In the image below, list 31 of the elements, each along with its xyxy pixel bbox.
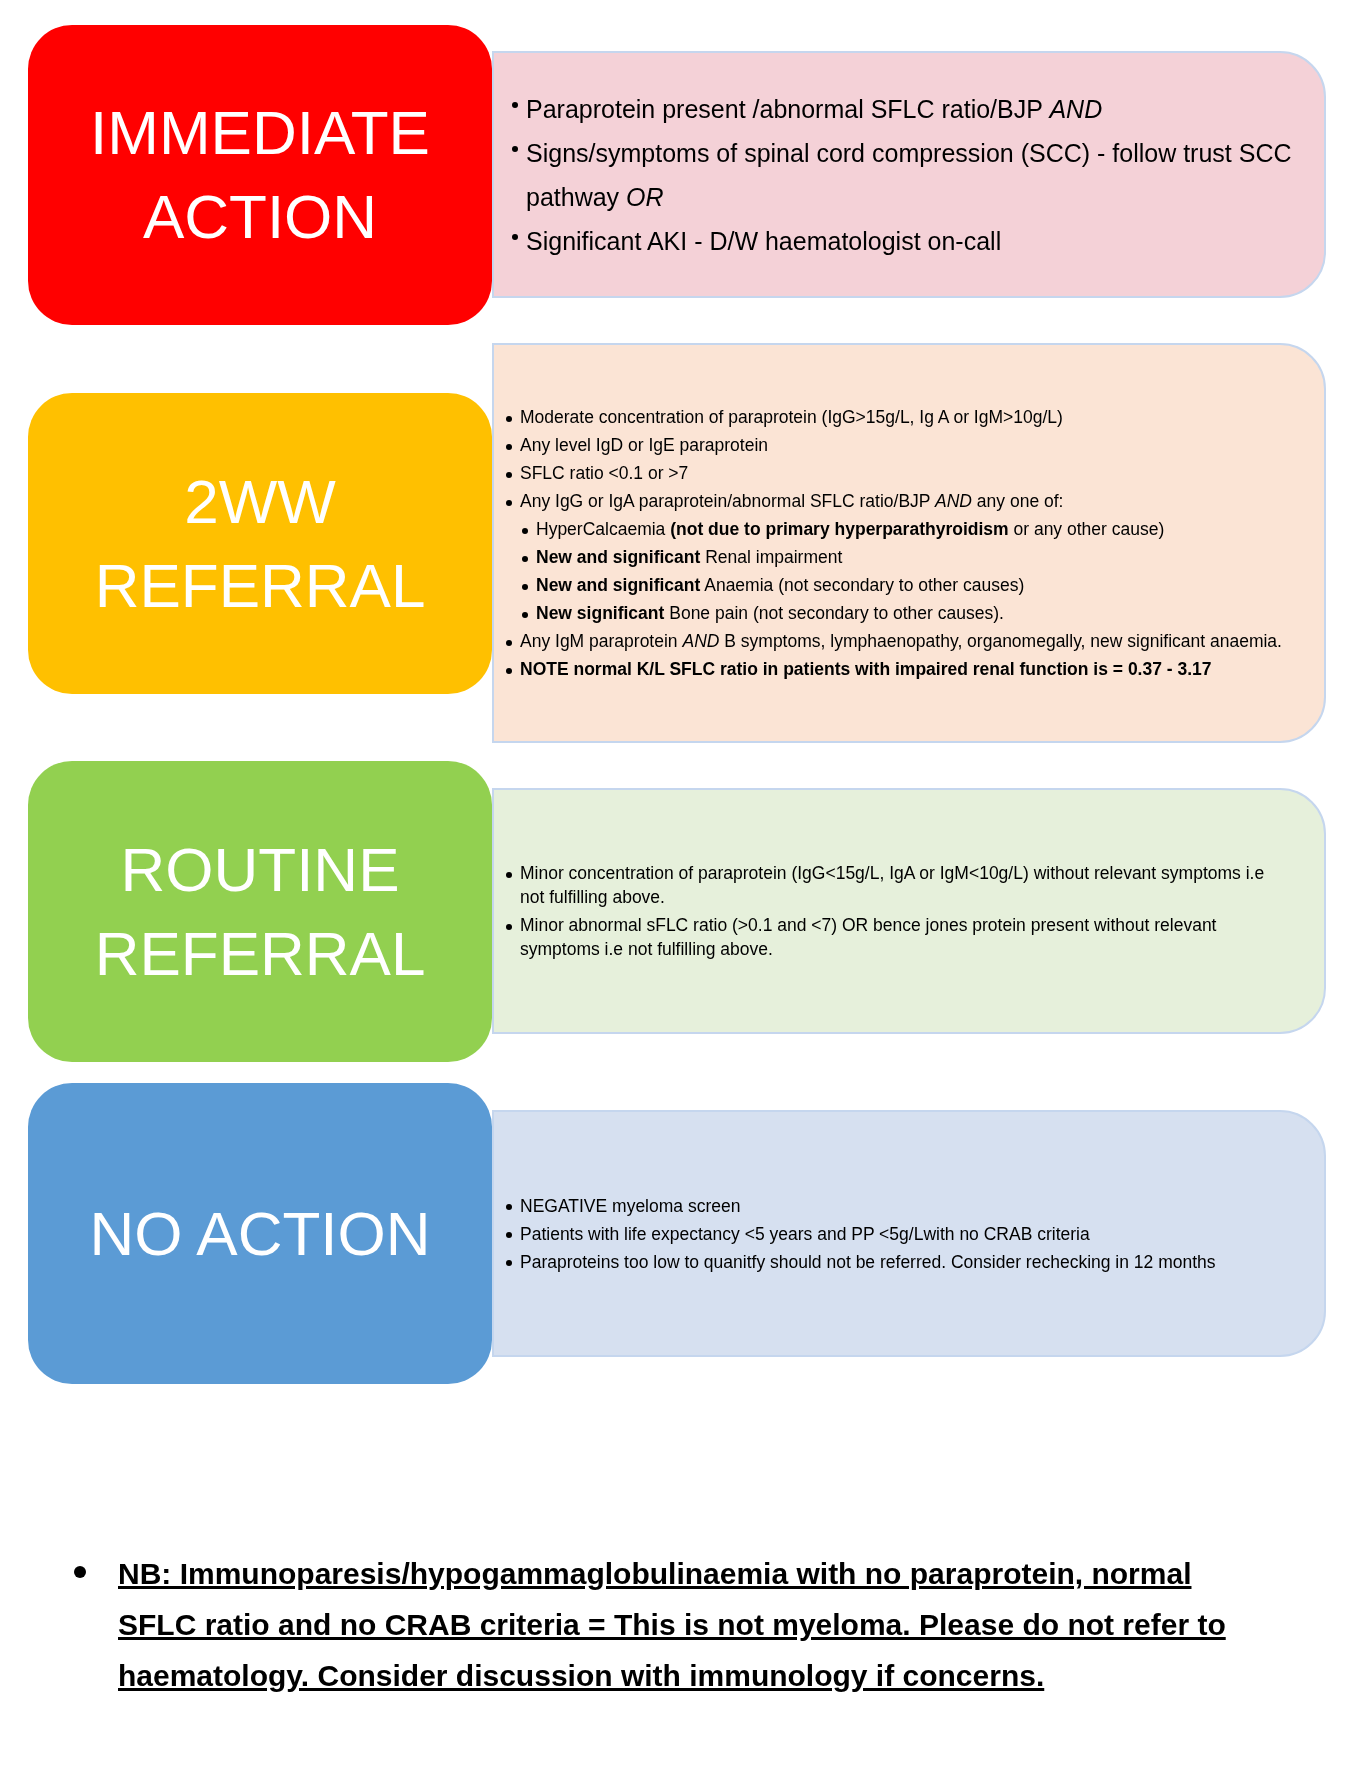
note-text: NB: Immunoparesis/hypogammaglobulinaemia with no paraprotein, normal SFLC ratio and no CRAB criteria = This is not myeloma. Please do not refer to haematology. Consider discussion with immunology if concerns.: [118, 1556, 1227, 1694]
category-title: IMMEDIATE ACTION: [89, 97, 431, 253]
bullet-item: Signs/symptoms of spinal cord compression (SCC) - follow trust SCC pathway OR: [512, 130, 1292, 219]
category-box: [28, 393, 492, 694]
criteria-panel: [492, 1110, 1326, 1357]
category-title: NO ACTION: [88, 1197, 432, 1270]
bullet-item: HyperCalcaemia (not due to primary hyperparathyroidism or any other cause): [506, 517, 1292, 541]
bullet-item: NOTE normal K/L SFLC ratio in patients with impaired renal function is = 0.37 - 3.17: [506, 657, 1292, 681]
criteria-panel: [492, 788, 1326, 1034]
bullet-item: New significant Bone pain (not secondary to other causes).: [506, 601, 1292, 625]
category-title: 2WW REFERRAL: [93, 465, 427, 622]
bullet-item: Minor abnormal sFLC ratio (>0.1 and <7) OR bence jones protein present without relevant symptoms i.e not fulfilling above.: [506, 913, 1292, 961]
bullet-item: NEGATIVE myeloma screen: [506, 1193, 1292, 1218]
bullet-item: Patients with life expectancy <5 years and PP <5g/Lwith no CRAB criteria: [506, 1221, 1292, 1246]
bullet-item: Minor concentration of paraprotein (IgG<15g/L, IgA or IgM<10g/L) without relevant symptoms i.e not fulfilling above.: [506, 861, 1292, 909]
category-box: [28, 761, 492, 1062]
category-title: ROUTINE REFERRAL: [93, 833, 427, 990]
bullet-item: New and significant Renal impairment: [506, 545, 1292, 569]
bullet-item: Any IgG or IgA paraprotein/abnormal SFLC ratio/BJP AND any one of:: [506, 489, 1292, 513]
bullet-item: Any level IgD or IgE paraprotein: [506, 433, 1292, 457]
bullet-item: Any IgM paraprotein AND B symptoms, lymphaenopathy, organomegally, new significant anaemia.: [506, 629, 1292, 653]
bullet-item: Moderate concentration of paraprotein (IgG>15g/L, Ig A or IgM>10g/L): [506, 405, 1292, 429]
bullet-item: New and significant Anaemia (not secondary to other causes): [506, 573, 1292, 597]
bullet-item: Significant AKI - D/W haematologist on-call: [512, 218, 1292, 263]
category-box: [28, 25, 492, 325]
criteria-panel: [492, 51, 1326, 298]
bullet-item: SFLC ratio <0.1 or >7: [506, 461, 1292, 485]
category-box: [28, 1083, 492, 1384]
bullet-item: Paraproteins too low to quanitfy should not be referred. Consider rechecking in 12 months: [506, 1249, 1292, 1274]
criteria-panel: [492, 343, 1326, 743]
bullet-item: Paraprotein present /abnormal SFLC ratio/BJP AND: [512, 86, 1292, 131]
